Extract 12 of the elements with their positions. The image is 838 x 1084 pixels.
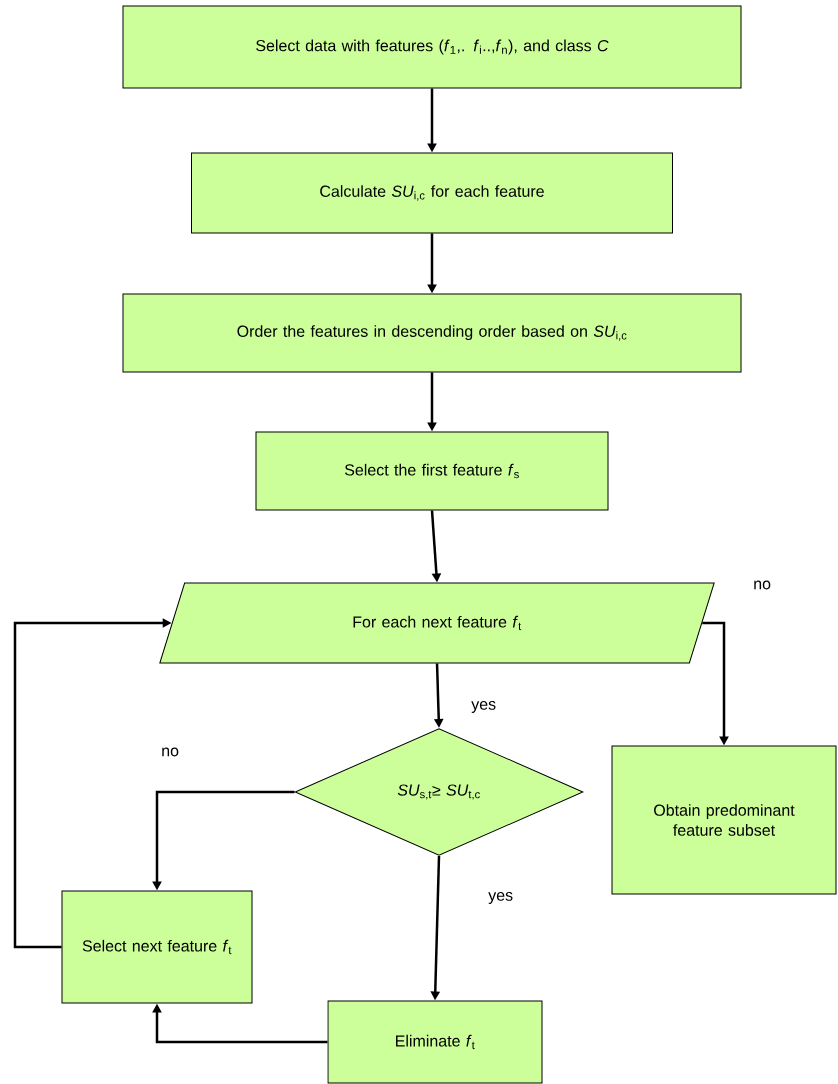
edge-label: yes (471, 701, 496, 713)
edge-label: no (754, 580, 771, 590)
process-box: Obtain predominant feature subset (611, 745, 837, 895)
process-box: Select the first feature f$_{s}$ (255, 431, 609, 511)
process-box: Calculate SU$_{i,c}$ for each feature (191, 152, 673, 234)
loop-parallelogram: For each next feature f$_{t}$ (159, 582, 715, 664)
process-box: Order the features in descending order based on SU$_{i,c}$ (122, 293, 742, 373)
process-box: Select next feature f$_{t}$ (61, 890, 253, 1004)
edge-label: no (162, 747, 179, 757)
edge-label: yes (488, 892, 513, 904)
process-box: Select data with features (f$_{1}$,. f$_{i}$..,f$_{n}$), and class C (122, 5, 742, 89)
process-box: Eliminate f$_{t}$ (327, 1000, 543, 1084)
